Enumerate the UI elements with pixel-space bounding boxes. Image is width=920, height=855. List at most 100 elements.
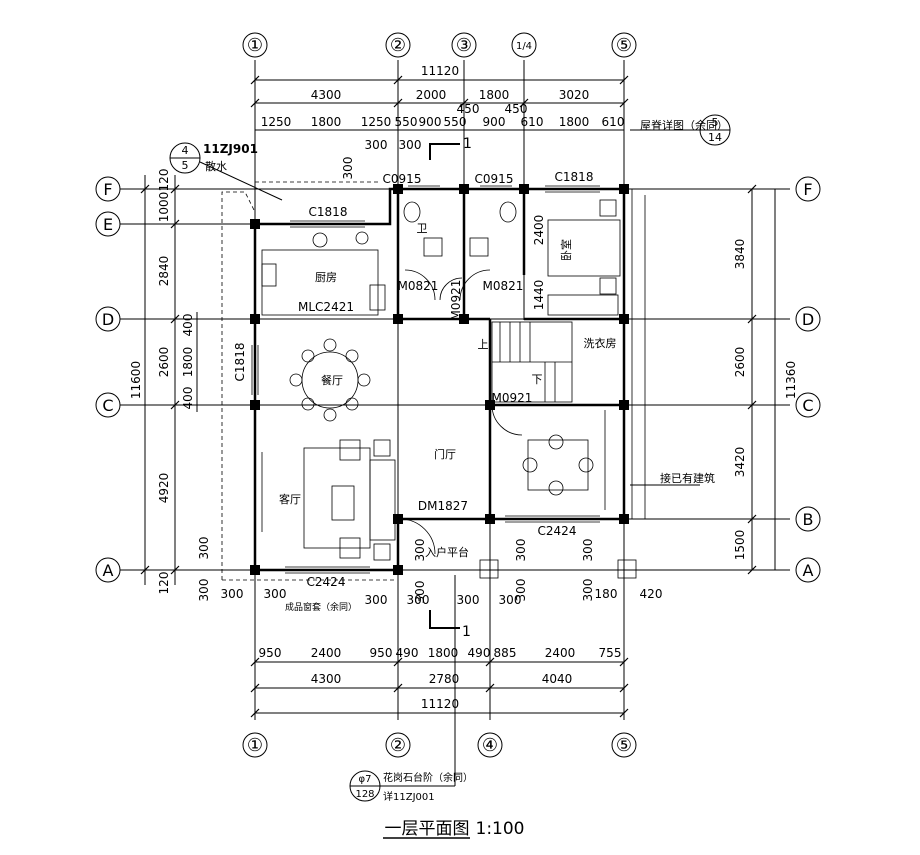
dim-right-l1: 2600 bbox=[733, 347, 747, 378]
drawing-scale: 1:100 bbox=[476, 819, 525, 839]
dim-bottom-misc: 300 bbox=[413, 539, 427, 562]
window-label: C1818 bbox=[309, 205, 348, 219]
dim-bottom-l1: 950 bbox=[259, 646, 282, 660]
dim-top-l2: 1800 bbox=[559, 115, 590, 129]
dim-top-l2: 1250 bbox=[261, 115, 292, 129]
dim-bottom-l1: 755 bbox=[599, 646, 622, 660]
dim-bottom-l1: 950 bbox=[370, 646, 393, 660]
dim-left-l1: 2600 bbox=[157, 347, 171, 378]
note-step: 花岗石台阶（余同） bbox=[383, 771, 473, 784]
dim-top-l1: 1800 bbox=[479, 88, 510, 102]
axis-left-A: A bbox=[103, 561, 114, 580]
door-label: M0821 bbox=[398, 279, 439, 293]
dim-bottom-misc: 300 bbox=[514, 539, 528, 562]
scatter-num: 4 bbox=[182, 144, 189, 157]
axis-top-1-4: 1/4 bbox=[516, 41, 532, 52]
dim-top-small: 450 bbox=[505, 102, 528, 116]
dim-bottom-misc: 300 bbox=[365, 593, 388, 607]
drawing-title: 一层平面图 bbox=[385, 819, 470, 839]
scatter-text: 散水 bbox=[205, 159, 227, 173]
dim-bottom-misc: 300 bbox=[581, 579, 595, 602]
window-label: C1818 bbox=[233, 343, 247, 382]
note-roof-ridge: 屋脊详图（余同） bbox=[640, 118, 728, 132]
axis-left-E: E bbox=[103, 215, 113, 234]
window-label: C2424 bbox=[307, 575, 346, 589]
room-bedroom: 卧室 bbox=[559, 239, 573, 261]
dim-top-l2: 610 bbox=[521, 115, 544, 129]
window-label: C1818 bbox=[555, 170, 594, 184]
dim-bottom-misc: 180 bbox=[595, 587, 618, 601]
axis-top-2: ② bbox=[390, 35, 406, 56]
note-connect: 接已有建筑 bbox=[660, 471, 715, 485]
dim-bottom-l1: 1800 bbox=[428, 646, 459, 660]
dim-bottom-l1: 490 bbox=[468, 646, 491, 660]
ridge-den: 14 bbox=[708, 131, 722, 144]
dim-bottom-misc: 300 bbox=[581, 539, 595, 562]
step-den: 128 bbox=[355, 789, 374, 800]
axis-left-D: D bbox=[102, 310, 114, 329]
dim-right-l1: 1500 bbox=[733, 530, 747, 561]
dim-bottom-misc: 300 bbox=[264, 587, 287, 601]
axis-left-C: C bbox=[102, 396, 113, 415]
section-mark: 1 bbox=[462, 624, 471, 640]
dim-left-l1: 4920 bbox=[157, 473, 171, 504]
dim-left-l2: 1800 bbox=[181, 347, 195, 378]
dim-top-l2: 550 bbox=[444, 115, 467, 129]
dim-left-l2: 400 bbox=[181, 387, 195, 410]
door-label: M0921 bbox=[449, 280, 463, 321]
dim-bottom-misc: 300 bbox=[457, 593, 480, 607]
window-label: C0915 bbox=[475, 172, 514, 186]
dim-left-l1: 120 bbox=[157, 572, 171, 595]
dim-top-total: 11120 bbox=[421, 64, 459, 78]
dim-bottom-total: 11120 bbox=[421, 697, 459, 711]
dim-left-l1: 2840 bbox=[157, 256, 171, 287]
dim-right-l1: 3840 bbox=[733, 239, 747, 270]
stair-up: 上 bbox=[478, 338, 489, 351]
dim-bottom-misc: 420 bbox=[640, 587, 663, 601]
dim-top-l2: 1800 bbox=[311, 115, 342, 129]
dim-right-l1: 3420 bbox=[733, 447, 747, 478]
dim-top-l2: 900 bbox=[419, 115, 442, 129]
dim-inner: 2400 bbox=[532, 215, 546, 246]
room-kitchen: 厨房 bbox=[315, 271, 337, 284]
axis-bottom-5: ⑤ bbox=[616, 735, 632, 756]
dim-top-l2: 610 bbox=[602, 115, 625, 129]
dim-left-l1: 1000 bbox=[157, 192, 171, 223]
dim-bottom-misc: 300 bbox=[221, 587, 244, 601]
dim-bottom-misc: 300 bbox=[197, 537, 211, 560]
dim-bottom-misc: 300 bbox=[407, 593, 430, 607]
window-label: C2424 bbox=[538, 524, 577, 538]
dim-left-outer: 11600 bbox=[129, 361, 143, 399]
dim-bottom-misc: 300 bbox=[413, 581, 427, 604]
dim-bottom-misc: 300 bbox=[197, 579, 211, 602]
dim-bottom-l2: 4040 bbox=[542, 672, 573, 686]
dim-top-l1: 3020 bbox=[559, 88, 590, 102]
room-laundry: 洗衣房 bbox=[584, 336, 617, 350]
step-num: φ7 bbox=[359, 774, 372, 785]
window-label: C0915 bbox=[383, 172, 422, 186]
axis-top-5: ⑤ bbox=[616, 35, 632, 56]
dim-top-l2: 1250 bbox=[361, 115, 392, 129]
dim-top-l1: 2000 bbox=[416, 88, 447, 102]
axis-left-F: F bbox=[103, 180, 112, 199]
dim-bottom-misc: 300 bbox=[499, 593, 522, 607]
note-step-ref: 详11ZJ001 bbox=[383, 790, 435, 803]
ridge-num: 5 bbox=[712, 116, 719, 129]
dim-bottom-l1: 490 bbox=[396, 646, 419, 660]
axis-bottom-4: ④ bbox=[482, 735, 498, 756]
axis-top-1: ① bbox=[247, 35, 263, 56]
dim-top-l1: 4300 bbox=[311, 88, 342, 102]
scatter-den: 5 bbox=[182, 159, 189, 172]
axis-right-F: F bbox=[803, 180, 812, 199]
door-label: DM1827 bbox=[418, 499, 468, 513]
axis-right-B: B bbox=[803, 510, 814, 529]
dim-right-outer: 11360 bbox=[784, 361, 798, 399]
axis-right-A: A bbox=[803, 561, 814, 580]
note-finished: 成品窗套（余同） bbox=[285, 601, 357, 613]
door-label: M0921 bbox=[492, 391, 533, 405]
dim-bottom-l2: 2780 bbox=[429, 672, 460, 686]
axis-bottom-2: ② bbox=[390, 735, 406, 756]
dim-top-small: 300 bbox=[341, 157, 355, 180]
axis-top-3: ③ bbox=[456, 35, 472, 56]
